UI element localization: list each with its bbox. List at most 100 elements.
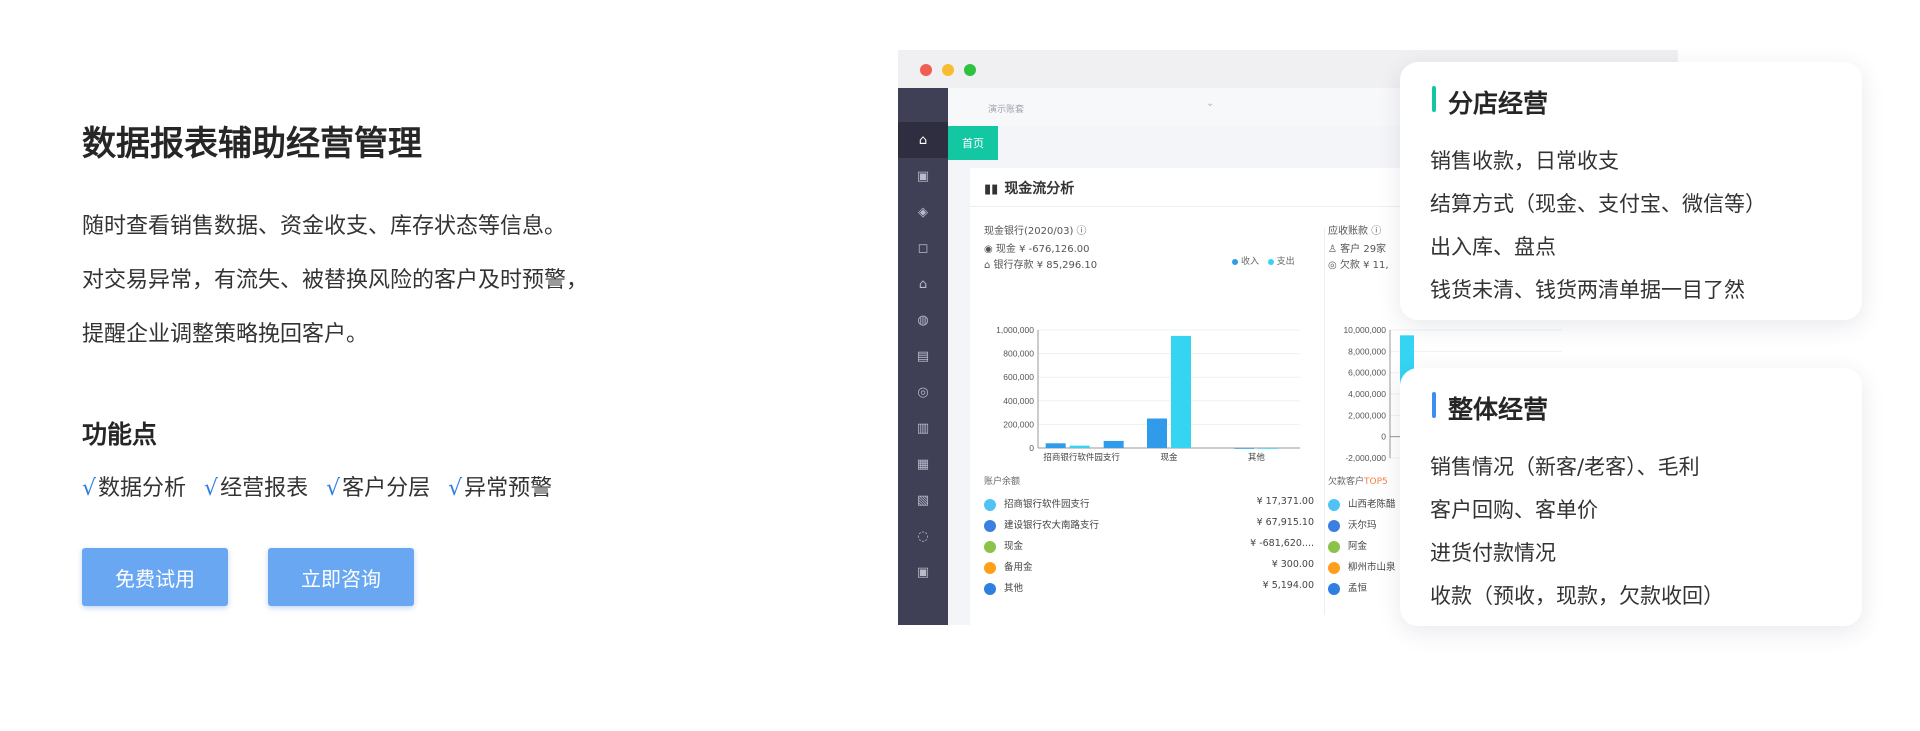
tab-home[interactable]: 首页 xyxy=(948,126,998,160)
tag-icon[interactable]: ◈ xyxy=(918,204,928,220)
cta-buttons: 免费试用 立即咨询 xyxy=(82,548,414,606)
debtor-row[interactable]: 沃尔玛 xyxy=(1328,517,1478,537)
bag-icon[interactable]: ◻ xyxy=(917,240,929,256)
bar xyxy=(1045,443,1066,448)
y-tick-label: 800,000 xyxy=(1003,349,1034,359)
report-icon[interactable]: ▧ xyxy=(916,492,930,508)
account-name: 备用金 xyxy=(1004,562,1033,573)
debtor-name: 孟恒 xyxy=(1348,583,1368,594)
account-amount: ¥ -681,620.... xyxy=(1250,538,1314,549)
account-amount: ¥ 300.00 xyxy=(1271,559,1314,570)
account-icon xyxy=(984,519,996,532)
chart-legend: 收入 支出 xyxy=(1232,254,1295,267)
card-items: 销售情况（新客/老客）、毛利 客户回购、客单价 进货付款情况 收款（预收，现款，… xyxy=(1430,446,1724,618)
debtor-icon xyxy=(1328,519,1340,532)
card-item: 客户回购、客单价 xyxy=(1430,498,1598,522)
desc-line: 提醒企业调整策略挽回客户。 xyxy=(82,322,369,347)
y-tick-label: 0 xyxy=(1029,443,1034,453)
help-icon[interactable]: ⓘ xyxy=(1076,226,1087,237)
x-tick-label: 其他 xyxy=(1248,452,1266,462)
maximize-window-icon[interactable] xyxy=(964,64,976,76)
account-row[interactable]: 现金¥ -681,620.... xyxy=(984,538,1314,558)
invoice-icon[interactable]: ▤ xyxy=(916,348,930,364)
account-amount: ¥ 17,371.00 xyxy=(1256,496,1314,507)
debtor-row[interactable]: 山西老陈醋 xyxy=(1328,496,1478,516)
legend-expense: 支出 xyxy=(1276,257,1295,267)
account-name: 其他 xyxy=(1004,583,1024,594)
debtor-row[interactable]: 孟恒 xyxy=(1328,580,1478,600)
receivable-heading: 应收账款 ⓘ xyxy=(1328,226,1382,237)
feature-item: √异常预警 xyxy=(448,476,553,501)
account-row[interactable]: 备用金 ¥ 300.00 xyxy=(984,559,1314,579)
debt-icon: ◎ xyxy=(1328,260,1340,271)
y-tick-label: 200,000 xyxy=(1003,419,1034,429)
gift-icon[interactable]: ▣ xyxy=(916,168,930,184)
account-name: 建设银行农大南路支行 xyxy=(1004,520,1100,531)
bar xyxy=(1234,448,1255,449)
settings-icon[interactable]: ▣ xyxy=(916,564,930,580)
card-title: 分店经营 xyxy=(1448,89,1549,118)
bar-chart-icon: ▮▮ xyxy=(984,182,999,197)
account-balance-heading: 账户余额 xyxy=(984,477,1021,487)
x-tick-label: 现金 xyxy=(1160,452,1178,462)
chevron-down-icon[interactable]: ⌄ xyxy=(1206,98,1215,109)
account-row[interactable]: 其他¥ 5,194.00 xyxy=(984,580,1314,600)
cycle-icon[interactable]: ◌ xyxy=(917,528,929,544)
customer-line: ♙ 客户 29家 xyxy=(1328,244,1387,255)
debtor-row[interactable]: 阿金 xyxy=(1328,538,1478,558)
cash-icon: ◉ xyxy=(984,244,996,255)
debtor-name: 柳州市山泉 xyxy=(1348,562,1396,573)
hero-description: 随时查看销售数据、资金收支、库存状态等信息。 对交易异常，有流失、被替换风险的客… xyxy=(82,200,588,362)
debtor-icon xyxy=(1328,540,1340,553)
feature-item: √客户分层 xyxy=(326,476,431,501)
coins-icon[interactable]: ◎ xyxy=(917,384,929,400)
account-icon xyxy=(984,582,996,595)
bar xyxy=(1069,445,1090,448)
desc-line: 对交易异常，有流失、被替换风险的客户及时预警， xyxy=(82,268,589,293)
y-tick-label: 600,000 xyxy=(1003,372,1034,382)
money-bag-icon[interactable]: ◍ xyxy=(917,312,929,328)
accent-bar xyxy=(1432,86,1436,112)
debtor-icon xyxy=(1328,582,1340,595)
book-icon[interactable]: ▥ xyxy=(916,420,930,436)
bar xyxy=(1147,418,1167,448)
card-item: 出入库、盘点 xyxy=(1430,235,1556,259)
clipboard-icon[interactable]: ▦ xyxy=(916,456,930,472)
cash-bank-heading: 现金银行(2020/03) ⓘ xyxy=(984,226,1087,237)
feature-item: √数据分析 xyxy=(82,476,187,501)
debtors-heading: 欠款客户TOP5 xyxy=(1328,477,1388,487)
overall-operations-card: 整体经营 销售情况（新客/老客）、毛利 客户回购、客单价 进货付款情况 收款（预… xyxy=(1400,368,1862,626)
card-item: 进货付款情况 xyxy=(1430,541,1556,565)
help-icon[interactable]: ⓘ xyxy=(1371,226,1382,237)
free-trial-button[interactable]: 免费试用 xyxy=(82,548,228,606)
card-title: 整体经营 xyxy=(1448,395,1549,424)
minimize-window-icon[interactable] xyxy=(942,64,954,76)
cash-line: ◉ 现金 ¥ -676,126.00 xyxy=(984,244,1090,255)
panel-title: ▮▮现金流分析 xyxy=(984,181,1075,197)
debt-line: ◎ 欠款 ¥ 11, xyxy=(1328,260,1389,271)
legend-expense-swatch xyxy=(1267,258,1274,265)
debtor-row[interactable]: 柳州市山泉 xyxy=(1328,559,1478,579)
check-icon: √ xyxy=(204,476,219,501)
check-icon: √ xyxy=(326,476,341,501)
y-tick-label: 8,000,000 xyxy=(1348,346,1386,356)
consult-button[interactable]: 立即咨询 xyxy=(268,548,414,606)
account-amount: ¥ 67,915.10 xyxy=(1256,517,1314,528)
account-row[interactable]: 建设银行农大南路支行 ¥ 67,915.10 xyxy=(984,517,1314,537)
y-tick-label: 4,000,000 xyxy=(1348,389,1386,399)
home-icon[interactable]: ⌂ xyxy=(898,122,948,158)
card-item: 销售收款，日常收支 xyxy=(1430,149,1619,173)
features-title: 功能点 xyxy=(82,420,158,449)
close-window-icon[interactable] xyxy=(920,64,932,76)
bank-line: ⌂ 银行存款 ¥ 85,296.10 xyxy=(984,260,1098,271)
account-row[interactable]: 招商银行软件园支行¥ 17,371.00 xyxy=(984,496,1314,516)
warehouse-icon[interactable]: ⌂ xyxy=(918,276,928,292)
desc-line: 随时查看销售数据、资金收支、库存状态等信息。 xyxy=(82,214,567,239)
y-tick-label: 400,000 xyxy=(1003,396,1034,406)
tab-row: 首页 xyxy=(948,126,1678,162)
bar xyxy=(1171,335,1191,448)
bar xyxy=(1258,448,1279,449)
account-selector[interactable]: 演示账套 xyxy=(988,105,1025,115)
check-icon: √ xyxy=(448,476,463,501)
column-divider xyxy=(1324,228,1325,615)
